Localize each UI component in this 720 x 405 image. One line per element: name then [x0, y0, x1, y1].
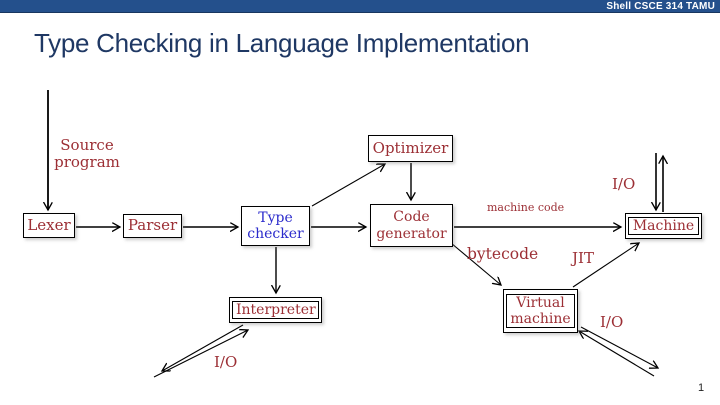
banner-text: Shell CSCE 314 TAMU — [606, 0, 715, 12]
label-io-interpreter: I/O — [214, 353, 238, 371]
box-lexer: Lexer — [23, 213, 75, 238]
box-optimizer-label: Optimizer — [372, 138, 449, 157]
box-type-checker: Type checker — [241, 206, 310, 246]
box-parser: Parser — [123, 214, 182, 238]
box-optimizer: Optimizer — [368, 135, 453, 162]
box-code-generator-label: Code generator — [376, 209, 447, 242]
label-jit: JIT — [572, 249, 594, 267]
box-machine-label: Machine — [628, 216, 699, 236]
label-bytecode: bytecode — [467, 245, 539, 263]
box-machine: Machine — [625, 213, 702, 239]
box-lexer-label: Lexer — [27, 215, 71, 234]
box-virtual-machine: Virtual machine — [503, 289, 578, 333]
box-parser-label: Parser — [127, 216, 178, 235]
header-banner: Shell CSCE 314 TAMU — [0, 0, 720, 13]
box-interpreter-label: Interpreter — [232, 300, 319, 320]
page-number: 1 — [698, 382, 705, 394]
label-machine-code: machine code — [487, 201, 565, 214]
box-type-checker-label: Type checker — [247, 209, 304, 242]
page-title: Type Checking in Language Implementation — [34, 28, 530, 58]
box-code-generator: Code generator — [370, 204, 453, 247]
box-interpreter: Interpreter — [229, 297, 322, 323]
label-io-virtual-machine: I/O — [600, 313, 624, 331]
label-source-program: Source program — [54, 136, 120, 171]
label-io-machine: I/O — [612, 175, 636, 193]
box-virtual-machine-label: Virtual machine — [506, 293, 575, 329]
